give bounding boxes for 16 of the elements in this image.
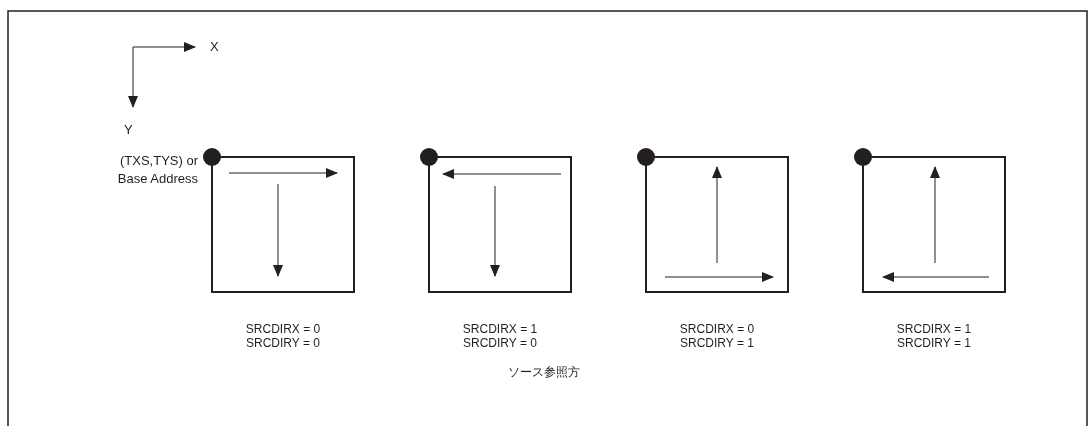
setting-text: SRCDIRY = 1: [679, 336, 755, 350]
setting-text: SRCDIRX = 0: [678, 322, 756, 336]
scan-area-box: [428, 156, 572, 293]
scan-area-box: [645, 156, 789, 293]
setting-text: SRCDIRY = 0: [462, 336, 538, 350]
setting-text: SRCDIRY = 1: [896, 336, 972, 350]
scan-area-box: [211, 156, 355, 293]
figure-caption: ソース参照方: [507, 365, 581, 379]
origin-label: (TXS,TYS) or Base Address: [116, 152, 198, 188]
setting-text: SRCDIRY = 0: [245, 336, 321, 350]
setting-text: SRCDIRX = 0: [244, 322, 322, 336]
setting-text: SRCDIRX = 1: [895, 322, 973, 336]
scan-area-box: [862, 156, 1006, 293]
axis-label: X: [210, 38, 219, 56]
axis-label: Y: [124, 121, 133, 139]
setting-text: SRCDIRX = 1: [461, 322, 539, 336]
